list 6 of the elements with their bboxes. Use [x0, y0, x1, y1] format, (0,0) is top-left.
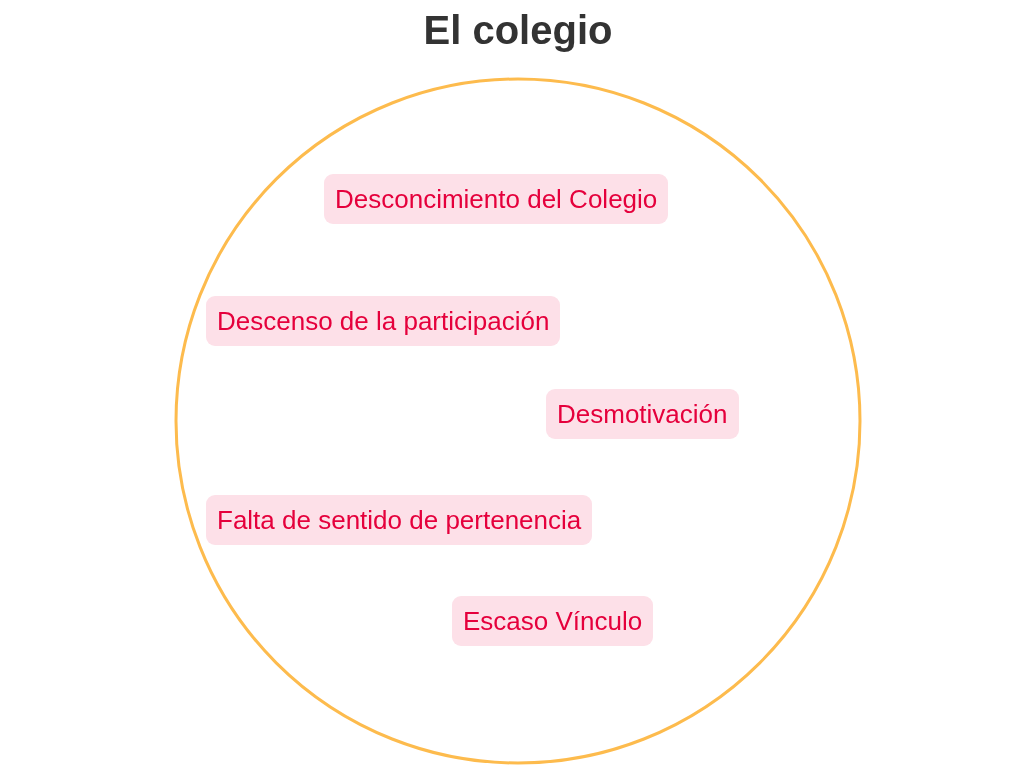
label-tag: Descenso de la participación: [206, 296, 561, 346]
label-tag: Falta de sentido de pertenencia: [206, 495, 593, 545]
label-tag: Desconcimiento del Colegio: [324, 174, 669, 224]
label-tag: Escaso Vínculo: [452, 596, 654, 646]
label-tag: Desmotivación: [546, 389, 739, 439]
title: El colegio: [423, 8, 613, 53]
